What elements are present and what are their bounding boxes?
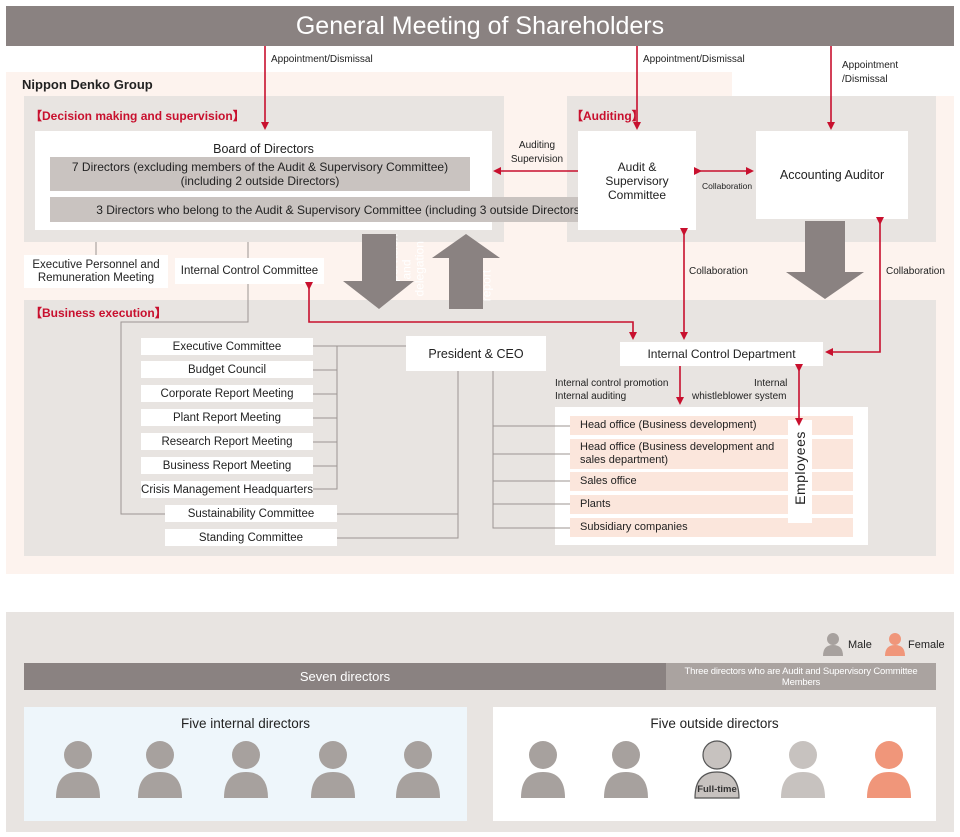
division-subsidiaries: Subsidiary companies — [570, 518, 853, 537]
proposal-report-label: Proposal and report — [454, 252, 494, 309]
internal-control-department: Internal Control Department — [620, 342, 823, 366]
division-head-office: Head office (Business development) — [570, 416, 853, 435]
pr-line3: report — [479, 269, 494, 302]
whistleblower-1: Internal — [754, 378, 788, 389]
president-ceo: President & CEO — [406, 336, 546, 371]
internal-control-committee: Internal Control Committee — [175, 258, 324, 284]
exec-personnel-line1: Executive Personnel and — [32, 258, 160, 271]
outside-directors-label: Five outside directors — [650, 716, 779, 731]
collaboration-left-label: Collaboration — [689, 266, 748, 277]
employees-label: Employees — [792, 431, 808, 505]
executive-personnel-meeting: Executive Personnel and Remuneration Mee… — [24, 255, 168, 288]
meeting-research-report: Research Report Meeting — [141, 433, 313, 450]
legend-female-icon — [885, 633, 905, 656]
appointment-label-3b: /Dismissal — [842, 74, 888, 85]
board-row-audit-directors: 3 Directors who belong to the Audit & Su… — [50, 197, 630, 222]
auditing-section-label: 【Auditing】 — [571, 109, 644, 123]
audit-committee-line1: Audit & — [617, 159, 657, 174]
group-label: Nippon Denko Group — [22, 77, 153, 92]
board-row1-line1: 7 Directors (excluding members of the Au… — [71, 160, 449, 174]
employees-box: Employees — [788, 420, 812, 523]
decision-section-label: 【Decision making and supervision】 — [30, 109, 245, 123]
page-title: General Meeting of Shareholders — [6, 6, 954, 46]
fulltime-label: Full-time — [697, 784, 737, 795]
internal-directors-label: Five internal directors — [180, 716, 311, 731]
division-plants: Plants — [570, 495, 853, 514]
auditing-supervision-1: Auditing — [518, 140, 556, 151]
appointment-label-1: Appointment/Dismissal — [271, 54, 373, 65]
sd-line3: delegation — [412, 241, 427, 297]
auditing-supervision-2: Supervision — [510, 154, 564, 165]
meeting-business-report: Business Report Meeting — [141, 457, 313, 474]
outside-directors-box: Five outside directors — [493, 707, 936, 821]
exec-personnel-line2: Remuneration Meeting — [37, 271, 155, 284]
whistleblower-2: whistleblower system — [692, 391, 787, 402]
collaboration-small-label: Collaboration — [702, 181, 753, 191]
audit-committee-line3: Committee — [607, 187, 666, 202]
group-background-cut — [732, 72, 954, 96]
board-row2-text: 3 Directors who belong to the Audit & Su… — [96, 202, 584, 217]
meeting-standing-committee: Standing Committee — [165, 529, 337, 546]
legend-male-icon — [823, 633, 843, 656]
board-row-directors: 7 Directors (excluding members of the Au… — [50, 157, 470, 191]
appointment-label-3a: Appointment — [842, 60, 899, 71]
legend-male-label: Male — [848, 639, 872, 651]
meeting-crisis-management: Crisis Management Headquarters — [141, 481, 313, 498]
meeting-budget-council: Budget Council — [141, 361, 313, 378]
meeting-executive-committee: Executive Committee — [141, 338, 313, 355]
division-head-office-sales-line1: Head office (Business development and — [580, 441, 775, 453]
business-section-label: 【Business execution】 — [30, 306, 167, 320]
audit-committee-line2: Supervisory — [605, 173, 669, 188]
legend-female-label: Female — [908, 639, 945, 651]
division-sales-office: Sales office — [570, 472, 853, 491]
board-title: Board of Directors — [213, 142, 314, 156]
meeting-corporate-report: Corporate Report Meeting — [141, 385, 313, 402]
internal-control-promotion: Internal control promotion — [555, 378, 669, 389]
three-directors-bar: Three directors who are Audit and Superv… — [666, 663, 936, 690]
collaboration-right-label: Collaboration — [886, 266, 945, 277]
board-row1-line2: (including 2 outside Directors) — [180, 174, 340, 188]
audit-supervisory-committee: Audit & Supervisory Committee — [578, 131, 696, 230]
internal-directors-box: Five internal directors — [24, 707, 467, 821]
meeting-sustainability: Sustainability Committee — [165, 505, 337, 522]
internal-auditing: Internal auditing — [555, 391, 627, 402]
meeting-plant-report: Plant Report Meeting — [141, 409, 313, 426]
accounting-auditing-label: Accounting auditing — [800, 231, 842, 290]
division-head-office-sales-line2: sales department) — [580, 454, 669, 466]
supervision-delegation-label: Supervision and delegation — [387, 234, 427, 297]
seven-directors-bar: Seven directors — [24, 663, 666, 690]
accounting-auditor: Accounting Auditor — [756, 131, 908, 219]
appointment-label-2: Appointment/Dismissal — [643, 54, 745, 65]
aa-line2: auditing — [820, 239, 834, 283]
